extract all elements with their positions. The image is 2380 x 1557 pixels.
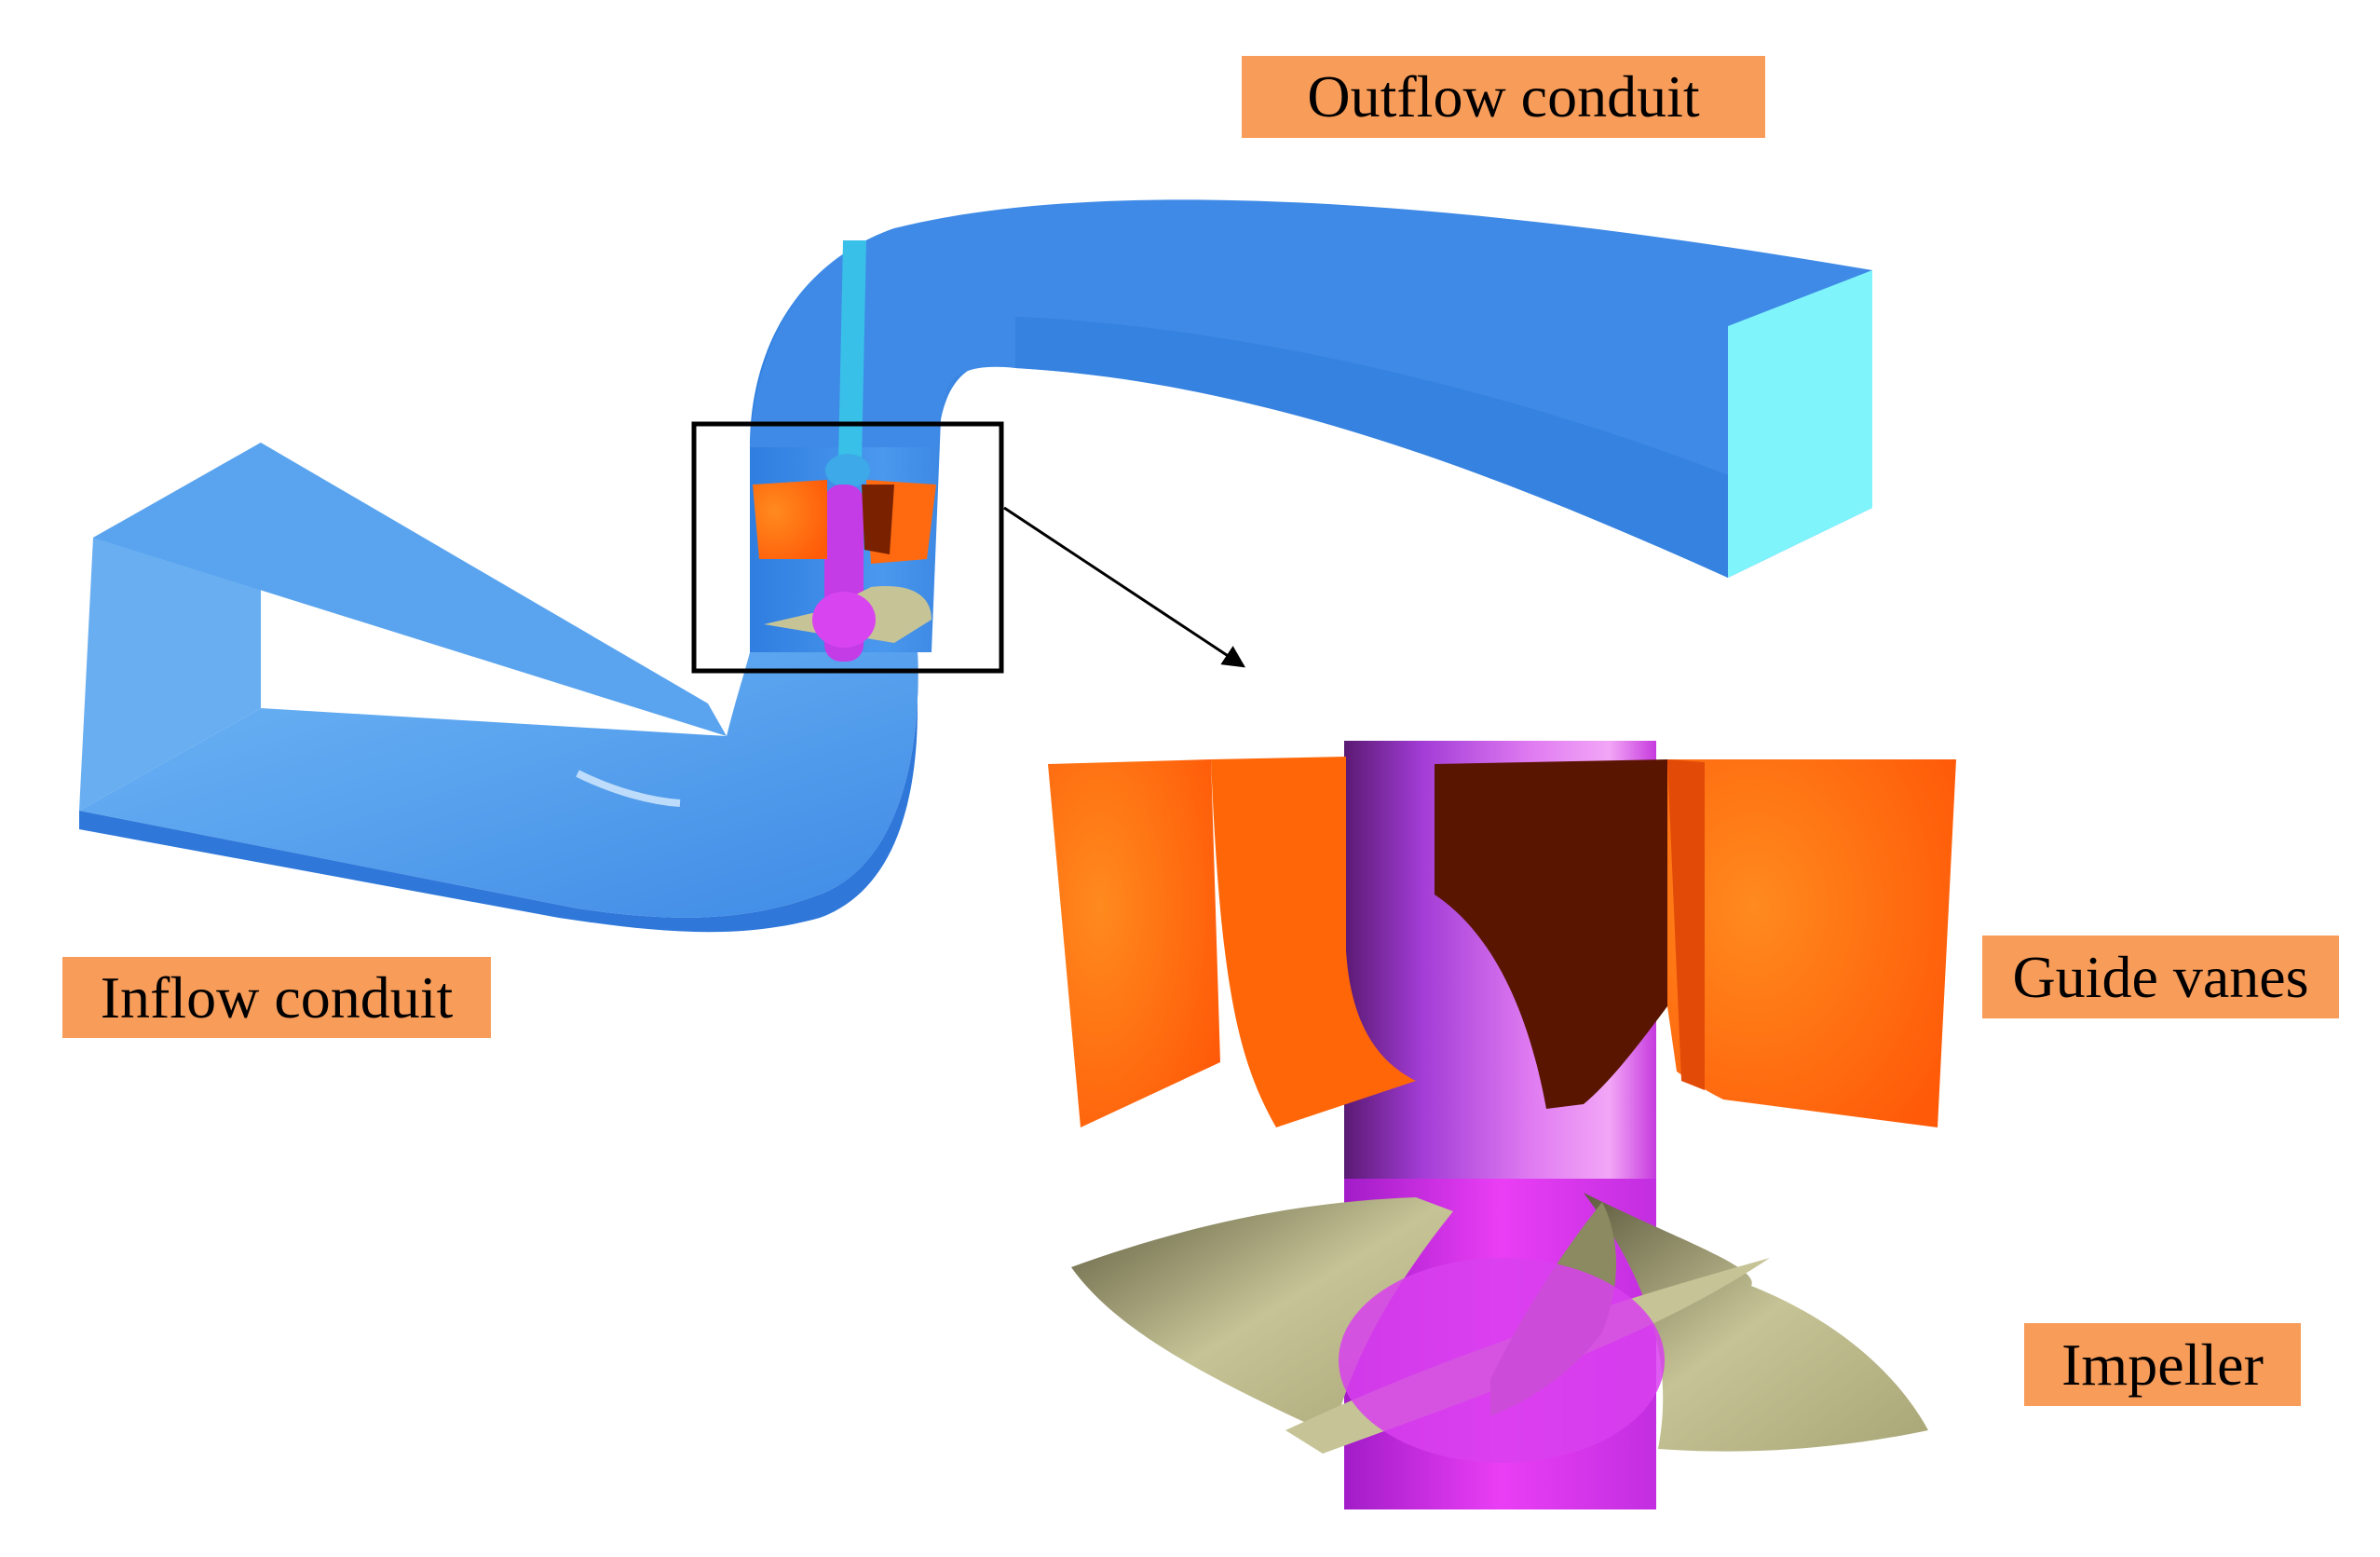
zoom-arrow (1003, 506, 1246, 668)
impeller-blade-left (1071, 1197, 1453, 1435)
small-guide-vane-dark (862, 485, 894, 554)
shaft (838, 240, 866, 461)
inflow-conduit-label: Inflow conduit (62, 957, 491, 1038)
outflow-conduit-label: Outflow conduit (1242, 56, 1765, 138)
small-guide-vanes (753, 480, 827, 559)
guide-vane-left (1048, 759, 1220, 1127)
small-impeller-hub (812, 592, 876, 648)
inlet-box-top (93, 443, 727, 736)
inflow-conduit (79, 443, 918, 933)
inlet-duct-body (79, 652, 918, 918)
guide-vane-right-edge (1667, 759, 1705, 1090)
outlet-face (1728, 270, 1872, 578)
inlet-highlight (576, 770, 681, 807)
outflow-duct-shade (1015, 317, 1728, 578)
guide-vane-right (1667, 759, 1956, 1127)
pump-assembly-small (753, 480, 936, 662)
shaft-collar (825, 454, 870, 487)
impeller-label: Impeller (2024, 1323, 2301, 1406)
guide-vane-dark (1435, 759, 1667, 1109)
impeller-hub-bulge (1339, 1258, 1665, 1463)
impeller-blade-right (1584, 1193, 1928, 1452)
inlet-duct-lower-side (79, 652, 918, 933)
enlarged-detail (1048, 741, 1956, 1509)
guide-vanes-label: Guide vanes (1982, 936, 2339, 1018)
guide-vane-center-left (1211, 757, 1416, 1127)
zoom-box (691, 421, 1004, 674)
